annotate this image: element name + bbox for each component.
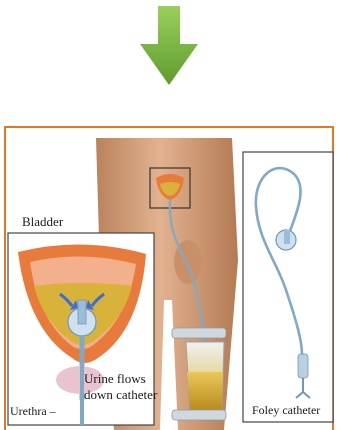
foley-catheter-label: Foley catheter — [252, 404, 320, 417]
urine-flow-label-line2: down catheter — [84, 388, 157, 402]
urethra-label: Urethra – — [10, 405, 56, 418]
bladder-label: Bladder — [22, 215, 63, 229]
foley-catheter-panel — [243, 152, 333, 422]
urine-flow-label-line1: Urine flows — [84, 372, 146, 386]
